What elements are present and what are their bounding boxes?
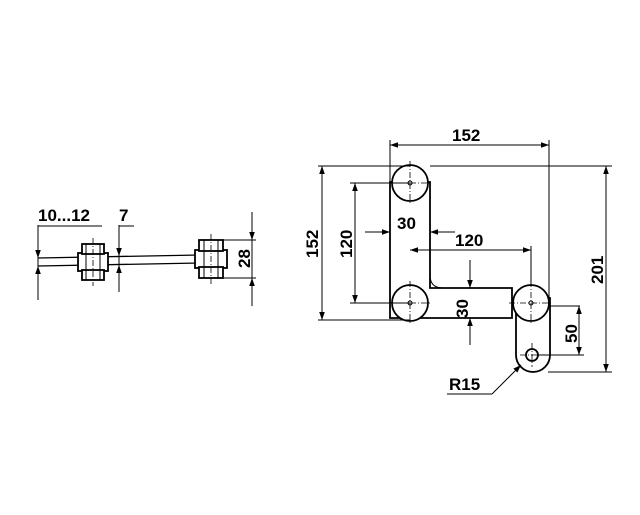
dim-height-label: 28 xyxy=(235,249,254,268)
dim-left-height-inner-label: 120 xyxy=(337,230,356,258)
dim-total-height: 201 xyxy=(430,165,612,373)
dim-left-height-outer-label: 152 xyxy=(303,230,322,258)
dim-height: 28 xyxy=(223,212,256,306)
fixing-point-right xyxy=(509,281,553,325)
dim-arm-length: 120 xyxy=(410,231,532,285)
dim-left-height-inner: 120 xyxy=(337,182,410,304)
dim-gap-label: 7 xyxy=(119,206,128,225)
spider-body xyxy=(389,181,580,373)
dim-top-width-label: 152 xyxy=(452,126,480,145)
plan-view: 152 152 120 30 120 xyxy=(303,126,612,395)
dim-arm-width-vertical: 30 xyxy=(453,260,473,345)
dim-radius-label: R15 xyxy=(449,375,480,394)
dim-arm-length-label: 120 xyxy=(455,231,483,250)
dim-top-width: 152 xyxy=(389,126,550,300)
dim-arm-width-horizontal-label: 30 xyxy=(397,214,416,233)
side-view: 10...12 7 28 xyxy=(35,206,256,306)
dim-foot-length-label: 50 xyxy=(562,324,581,343)
side-view-fitting-left xyxy=(77,238,109,286)
dim-glass-thickness: 10...12 xyxy=(35,206,102,300)
dim-radius: R15 xyxy=(447,364,522,395)
dim-left-height-outer: 152 xyxy=(303,165,410,321)
dim-foot-length: 50 xyxy=(538,306,584,356)
dim-glass-thickness-label: 10...12 xyxy=(38,206,90,225)
dim-arm-width-horizontal: 30 xyxy=(365,214,455,235)
side-view-fitting-right xyxy=(194,234,228,284)
dim-total-height-label: 201 xyxy=(588,256,607,284)
dim-gap: 7 xyxy=(116,206,134,292)
dim-arm-width-vertical-label: 30 xyxy=(453,299,472,318)
